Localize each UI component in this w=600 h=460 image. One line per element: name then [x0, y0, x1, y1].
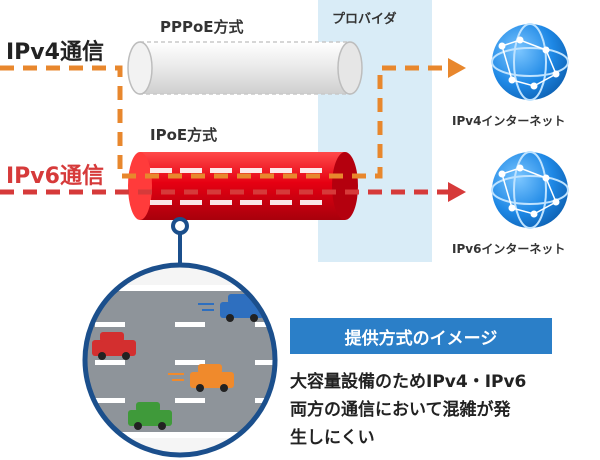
ipv4-arrow	[448, 58, 466, 78]
ipv6-arrow	[448, 182, 466, 202]
provider-label: プロバイダ	[332, 12, 397, 27]
ipoe-dashes	[150, 168, 322, 205]
road-illustration	[82, 262, 278, 458]
description-line: 両方の通信において混雑が発	[290, 400, 511, 420]
globe-icon	[491, 151, 569, 229]
car-icon	[92, 332, 136, 360]
pppoe-label: PPPoE方式	[160, 18, 244, 36]
provider-band	[318, 0, 432, 262]
ipv6-internet-label: IPv6インターネット	[452, 242, 566, 256]
car-icon	[168, 364, 234, 392]
description-line: 大容量設備のためIPv4・IPv6	[290, 372, 527, 392]
globe-icon	[491, 23, 569, 101]
ipoe-label: IPoE方式	[150, 126, 218, 144]
car-icon	[128, 402, 172, 430]
description-line: 生しにくい	[290, 428, 375, 448]
ipv4-traffic-label: IPv4通信	[6, 40, 104, 65]
ipv6-traffic-label: IPv6通信	[6, 164, 104, 189]
car-icon	[198, 294, 264, 322]
ipv4-path	[0, 65, 448, 179]
info-description: 大容量設備のためIPv4・IPv6 両方の通信において混雑が発 生しにくい	[290, 368, 570, 452]
ipv4-internet-label: IPv4インターネット	[452, 114, 566, 128]
pppoe-tube	[127, 41, 363, 95]
info-title: 提供方式のイメージ	[290, 318, 552, 354]
ipoe-tube	[128, 152, 358, 220]
